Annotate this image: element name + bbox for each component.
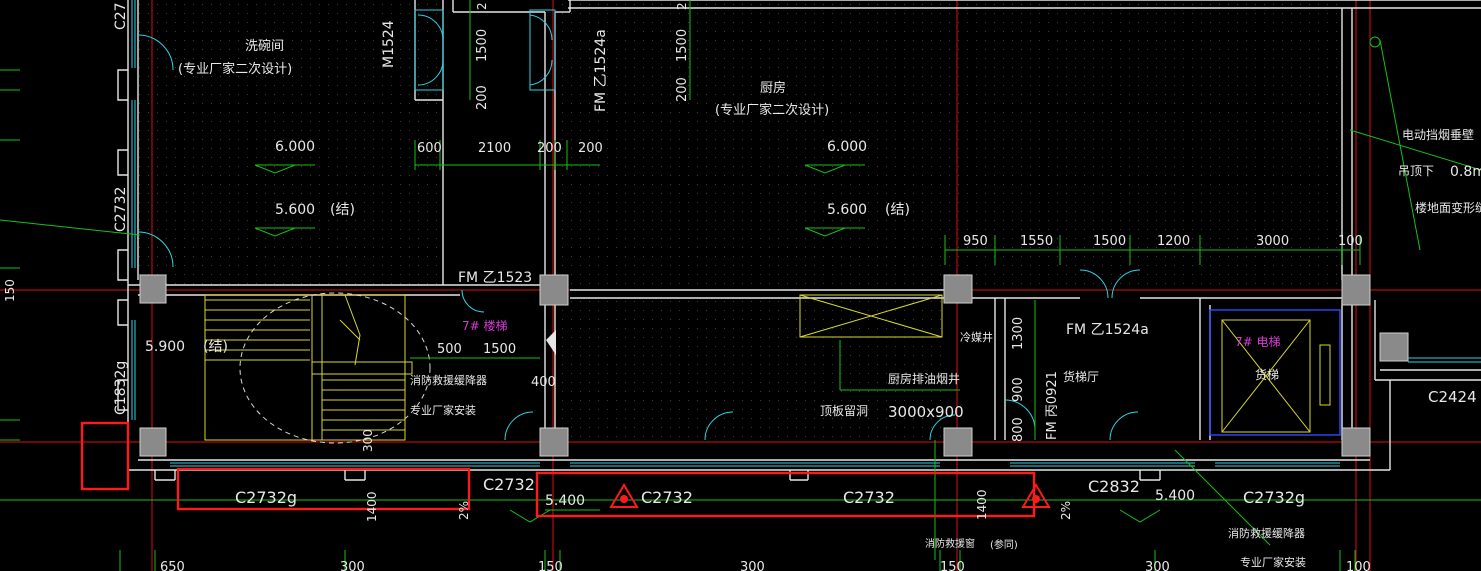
dim-v-200-a: 200 — [475, 85, 490, 110]
dim-bottom-300-b: 300 — [740, 560, 765, 571]
elevation-sill-left: 5.400 — [545, 493, 585, 509]
dim-500: 500 — [437, 342, 462, 357]
window-c2732g-right: C2732g — [1243, 488, 1305, 507]
elevation-left-struct-suffix: (结) — [330, 202, 355, 218]
window-c2732-c: C2732 — [843, 488, 895, 507]
window-c27-top: C27 — [113, 2, 129, 30]
label-evac-window: 消防救援窗 — [925, 537, 975, 550]
room-name-dishwash: 洗碗间 — [245, 38, 284, 54]
slope-a: 2% — [457, 501, 471, 520]
label-evac-device-2-note: 专业厂家安装 — [1240, 555, 1306, 569]
stair-7 — [204, 292, 431, 444]
window-c2732-b: C2732 — [641, 488, 693, 507]
dim-200-a: 200 — [537, 141, 562, 156]
dim-top-2-a: 2 — [475, 2, 489, 10]
room-name-kitchen: 厨房 — [760, 80, 786, 96]
slope-b: 2% — [1059, 501, 1073, 520]
label-stair-7: 7# 楼梯 — [462, 318, 508, 333]
window-c1832g: C1832g — [113, 361, 129, 415]
label-same-note: (参同) — [990, 538, 1018, 551]
highlight-marks — [80, 421, 1036, 518]
dim-bottom-300-a: 300 — [340, 560, 365, 571]
label-freight-hall: 货梯厅 — [1063, 369, 1099, 384]
room-note-kitchen: (专业厂家二次设计) — [715, 102, 829, 118]
dim-v-1500-a: 1500 — [475, 29, 490, 62]
label-evac-device-1: 消防救援缓降器 — [410, 373, 487, 387]
label-slab-opening: 顶板留洞 — [820, 404, 868, 418]
dim-bottom-650: 650 — [160, 560, 185, 571]
annotation-smoke-wall: 电动挡烟垂壁 — [1402, 127, 1474, 142]
elevation-stair-landing: 5.900 — [145, 339, 185, 355]
dim-v-1500-b: 1500 — [675, 29, 690, 62]
annotation-ceiling-down-value: 0.8m — [1450, 164, 1481, 180]
fire-warning-triangle-icon — [609, 483, 639, 508]
dim-v-900: 900 — [1011, 377, 1026, 402]
elevator-7 — [1209, 309, 1341, 436]
dim-v-150: 150 — [3, 279, 17, 302]
room-note-dishwash: (专业厂家二次设计) — [178, 61, 292, 77]
dim-bottom-100: 100 — [1346, 560, 1371, 571]
exhaust-shaft — [799, 294, 943, 338]
dim-1550: 1550 — [1020, 234, 1053, 249]
annotation-ceiling-down: 吊顶下 — [1398, 164, 1434, 178]
elevation-right-struct-suffix: (结) — [885, 202, 910, 218]
highlight-box-right-window — [535, 471, 1036, 518]
annotation-floor-joint: 楼地面变形缝( — [1415, 200, 1481, 215]
dim-bottom-150-a: 150 — [538, 560, 563, 571]
dim-200-b: 200 — [578, 141, 603, 156]
elevation-stair-suffix: (结) — [203, 339, 228, 355]
dim-950: 950 — [963, 234, 988, 249]
door-m1524: M1524 — [381, 20, 397, 68]
elevation-right-struct: 5.600 — [827, 202, 867, 218]
doors — [137, 9, 1141, 441]
label-slab-opening-size: 3000x900 — [888, 403, 964, 421]
highlight-box-corner — [80, 421, 130, 491]
door-fm-z1524a-top: FM 乙1524a — [593, 29, 609, 112]
label-cold-shaft: 冷媒井 — [960, 330, 993, 344]
label-evac-device-1-note: 专业厂家安装 — [410, 403, 476, 417]
dim-v-800: 800 — [1011, 417, 1026, 442]
window-c2732-a: C2732 — [483, 475, 535, 494]
dim-v-300: 300 — [361, 429, 375, 452]
door-fm-z1524a: FM 乙1524a — [1066, 322, 1149, 338]
highlight-box-left-window — [176, 467, 471, 511]
dim-bottom-300-c: 300 — [1145, 560, 1170, 571]
dim-v-200-b: 200 — [675, 77, 690, 102]
dim-top-2-b: 2 — [675, 2, 689, 10]
dim-1500: 1500 — [1093, 234, 1126, 249]
dim-400: 400 — [531, 375, 556, 390]
fire-warning-triangle-icon — [1021, 483, 1051, 508]
label-elevator-7: 7# 电梯 — [1235, 335, 1281, 349]
dim-v-1400-b: 1400 — [975, 489, 989, 520]
window-c2732-side: C2732 — [113, 187, 129, 232]
dim-1500-stair: 1500 — [483, 342, 516, 357]
dim-bottom-150-b: 150 — [940, 560, 965, 571]
dim-2100: 2100 — [478, 141, 511, 156]
window-c2732g-left: C2732g — [235, 488, 297, 507]
dim-600: 600 — [417, 141, 442, 156]
structural-columns — [139, 274, 1409, 457]
dim-100: 100 — [1338, 234, 1363, 249]
window-c2832: C2832 — [1088, 477, 1140, 496]
elevation-left-struct: 5.600 — [275, 202, 315, 218]
dim-1200: 1200 — [1157, 234, 1190, 249]
dim-3000: 3000 — [1256, 234, 1289, 249]
elevation-right-floor: 6.000 — [827, 139, 867, 155]
label-elevator-car: 货梯 — [1255, 367, 1279, 382]
label-evac-device-2: 消防救援缓降器 — [1228, 526, 1305, 540]
elevation-left-floor: 6.000 — [275, 139, 315, 155]
window-c2424: C2424 — [1428, 388, 1477, 406]
door-fm-bing0921: FM 丙0921 — [1045, 371, 1060, 440]
dim-v-1300: 1300 — [1011, 317, 1026, 350]
door-fm-z1523: FM 乙1523 — [458, 270, 532, 286]
windows — [131, 0, 1481, 467]
label-exhaust-shaft: 厨房排油烟井 — [888, 371, 960, 386]
walls — [117, 0, 1481, 481]
dim-v-1400-a: 1400 — [365, 491, 379, 522]
elevation-sill-right: 5.400 — [1155, 488, 1195, 504]
